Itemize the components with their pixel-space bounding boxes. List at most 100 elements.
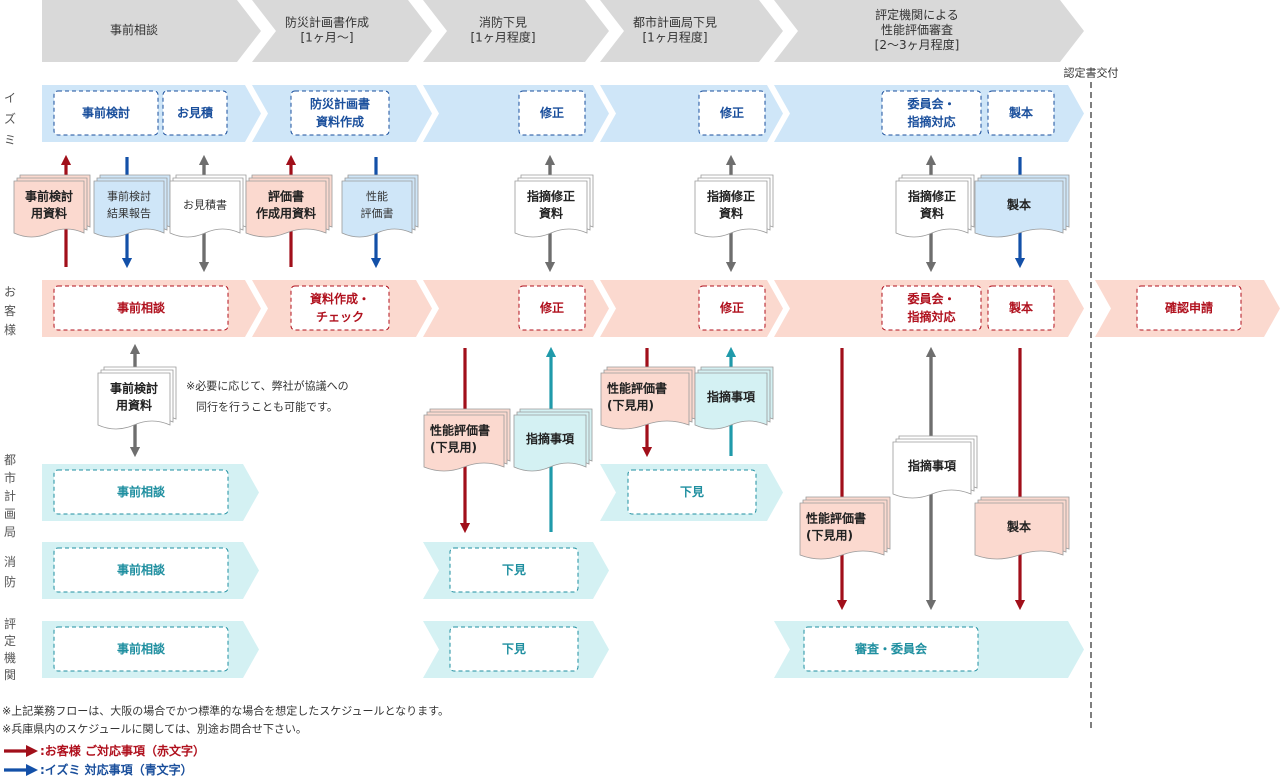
document-sheet xyxy=(514,180,588,238)
document-stack-doc-10 xyxy=(97,366,177,430)
lane-label-agency: 評 xyxy=(4,616,16,631)
document-label: 指摘事項 xyxy=(707,389,756,404)
document-label: 指摘修正 xyxy=(908,189,956,204)
task-box-client-1 xyxy=(53,285,229,331)
task-box-agency-1 xyxy=(53,626,229,672)
document-stack-doc-17 xyxy=(974,496,1070,560)
task-box-fire-1 xyxy=(53,547,229,593)
lane-label-izumi: イ xyxy=(4,91,16,105)
lane-label-city: 画 xyxy=(4,507,16,521)
document-stack-doc-14 xyxy=(694,366,774,430)
task-box-label: 修正 xyxy=(719,105,744,120)
lane-label-fire: 防 xyxy=(4,574,16,589)
document-sheet xyxy=(341,180,413,238)
document-label: 評価書 xyxy=(361,206,394,220)
task-box-label: 審査・委員会 xyxy=(854,641,928,656)
task-box-client-5 xyxy=(881,285,982,331)
phase-label: 防災計画書作成 xyxy=(285,15,369,30)
document-label: 性能評価書 xyxy=(606,381,667,396)
phase-label: 消防下見 xyxy=(479,15,527,30)
document-stack-doc-1 xyxy=(13,174,91,238)
task-box-city-2 xyxy=(627,469,757,515)
document-sheet xyxy=(892,441,972,499)
phase-label: 評定機関による xyxy=(875,7,959,22)
document-sheet xyxy=(245,180,327,238)
lane-label-agency: 定 xyxy=(4,633,16,648)
lane-label-client: 客 xyxy=(4,303,16,318)
phase-label: 性能評価審査 xyxy=(881,22,953,37)
task-box-client-3 xyxy=(518,285,586,331)
task-box-label: お見積 xyxy=(177,105,214,120)
task-box-label: 事前相談 xyxy=(117,562,166,577)
task-box-label: 下見 xyxy=(502,562,526,577)
document-label: 用資料 xyxy=(30,206,67,221)
side-note: ※必要に応じて、弊社が協議への xyxy=(186,379,349,393)
phase-label: 事前相談 xyxy=(110,22,158,37)
task-box-label: 資料作成・ xyxy=(310,291,370,306)
document-label: 資料 xyxy=(719,206,743,221)
task-box-label: 委員会・ xyxy=(906,96,955,111)
document-label: 資料 xyxy=(539,206,563,221)
document-sheet xyxy=(600,372,690,430)
document-sheet xyxy=(694,180,768,238)
document-stack-doc-15 xyxy=(892,435,978,499)
document-label: 事前検討 xyxy=(107,189,151,203)
task-box-label: 防災計画書 xyxy=(310,96,370,111)
document-sheet xyxy=(423,414,505,472)
task-box-label: 製本 xyxy=(1008,300,1033,315)
document-label: 事前検討 xyxy=(110,381,158,396)
footnote: ※上記業務フローは、大阪の場合でかつ標準的な場合を想定したスケジュールとなります… xyxy=(2,704,449,718)
task-box-fire-2 xyxy=(449,547,579,593)
document-label: 指摘事項 xyxy=(908,458,957,473)
task-box-label: 修正 xyxy=(539,300,564,315)
task-box-label: 修正 xyxy=(719,300,744,315)
document-label: 資料 xyxy=(920,206,944,221)
legend-label: :お客様 ご対応事項（赤文字） xyxy=(40,743,205,758)
document-stack-doc-7 xyxy=(694,174,774,238)
document-label: お見積書 xyxy=(183,198,227,212)
task-box-izumi-1 xyxy=(53,90,159,136)
document-label: 作成用資料 xyxy=(256,206,316,221)
document-label: 指摘修正 xyxy=(527,189,575,204)
document-sheet xyxy=(13,180,85,238)
phase-label: [1ヶ月程度] xyxy=(643,30,708,45)
task-box-agency-2 xyxy=(449,626,579,672)
task-box-client-4 xyxy=(698,285,766,331)
task-box-label: 事前検討 xyxy=(82,105,130,120)
document-label: (下見用) xyxy=(430,440,477,455)
document-sheet xyxy=(974,502,1064,560)
legend-arrow-head xyxy=(26,745,38,757)
document-label: 製本 xyxy=(1006,197,1031,212)
task-box-label: 指摘対応 xyxy=(907,309,955,324)
footnote: ※兵庫県内のスケジュールに関しては、別途お問合せ下さい。 xyxy=(2,722,307,736)
document-label: 評価書 xyxy=(268,189,304,204)
document-label: (下見用) xyxy=(806,528,853,543)
lane-label-izumi: ズ xyxy=(4,111,16,126)
document-stack-doc-4 xyxy=(245,174,333,238)
legend-label: :イズミ 対応事項（青文字） xyxy=(40,762,193,777)
document-label: 性能 xyxy=(366,189,388,203)
task-box-label: チェック xyxy=(316,310,364,324)
document-label: 事前検討 xyxy=(25,189,73,204)
phase-chevron-p2 xyxy=(252,0,432,62)
document-stack-doc-16 xyxy=(799,496,891,560)
lane-label-client: お xyxy=(4,285,16,299)
task-box-izumi-6 xyxy=(881,90,982,136)
document-stack-doc-8 xyxy=(895,174,975,238)
document-sheet xyxy=(169,180,241,238)
task-box-label: 指摘対応 xyxy=(907,114,955,129)
lane-label-agency: 関 xyxy=(4,668,16,682)
task-box-label: 下見 xyxy=(680,484,704,499)
document-sheet xyxy=(513,414,587,472)
lane-label-agency: 機 xyxy=(4,650,16,665)
task-box-izumi-3 xyxy=(290,90,390,136)
phase-label: [1ヶ月程度] xyxy=(471,30,536,45)
document-stack-doc-13 xyxy=(600,366,696,430)
task-box-client-7 xyxy=(1136,285,1242,331)
lane-label-fire: 消 xyxy=(4,555,16,569)
task-box-label: 資料作成 xyxy=(316,114,364,129)
phase-label: [1ヶ月〜] xyxy=(301,31,354,45)
task-box-izumi-5 xyxy=(698,90,766,136)
document-sheet xyxy=(97,372,171,430)
